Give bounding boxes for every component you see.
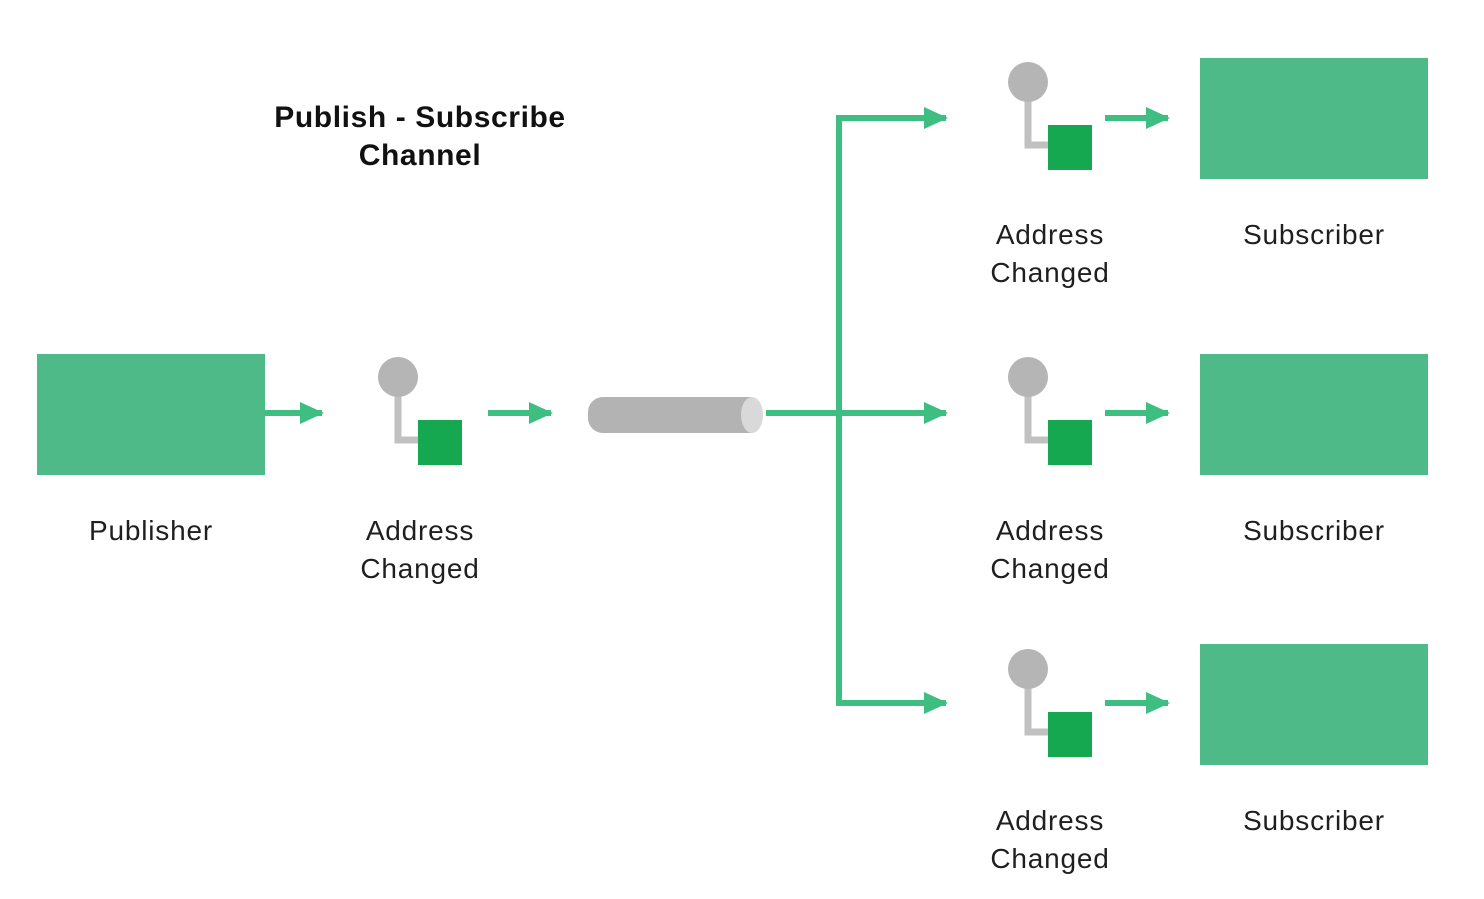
publisher-label: Publisher — [89, 515, 213, 546]
address-changed-line1: Address — [995, 219, 1105, 250]
diagram-title-line1: Publish - Subscribe — [274, 101, 566, 134]
subscriber-label: Subscriber — [1243, 219, 1385, 250]
subscriber-label: Subscriber — [1243, 515, 1385, 546]
subscriber-node — [1200, 354, 1428, 475]
address-changed-line1: Address — [995, 805, 1105, 836]
address-changed-line1: Address — [365, 515, 475, 546]
message-icon — [1005, 355, 1092, 465]
subscriber-label: Subscriber — [1243, 805, 1385, 836]
message-square — [418, 420, 462, 465]
message-icon — [375, 355, 462, 465]
message-circle — [1008, 62, 1048, 102]
diagram-title: Publish - Subscribe Channel — [240, 99, 600, 175]
message-square — [1048, 125, 1092, 170]
publisher-node — [37, 354, 265, 475]
address-changed-label: Address Changed — [300, 512, 540, 588]
subscriber-node — [1200, 644, 1428, 765]
address-changed-line2: Changed — [990, 257, 1110, 288]
address-changed-line2: Changed — [990, 553, 1110, 584]
address-changed-label: Address Changed — [930, 216, 1170, 292]
message-square — [1048, 712, 1092, 757]
address-changed-label: Address Changed — [930, 802, 1170, 878]
address-changed-line2: Changed — [990, 843, 1110, 874]
message-circle — [378, 357, 418, 397]
message-circle — [1008, 357, 1048, 397]
address-changed-line1: Address — [995, 515, 1105, 546]
message-icon — [1005, 647, 1092, 757]
message-icon — [1005, 60, 1092, 170]
address-changed-line2: Changed — [360, 553, 480, 584]
address-changed-label: Address Changed — [930, 512, 1170, 588]
diagram-title-line2: Channel — [358, 139, 482, 172]
message-square — [1048, 420, 1092, 465]
message-circle — [1008, 649, 1048, 689]
subscriber-node — [1200, 58, 1428, 179]
channel-pipe-icon — [588, 397, 763, 433]
